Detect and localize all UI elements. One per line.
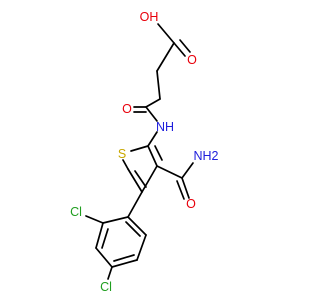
bond-ar4-ar5 <box>111 259 138 268</box>
bond-c3-c2 <box>147 145 158 167</box>
bond-c3-c2-inner <box>154 145 163 161</box>
bond-ar3-ar4 <box>95 247 113 268</box>
bond-c3-carbamoyl-c <box>156 165 183 179</box>
bond-c5-c4-inner <box>134 170 147 188</box>
label-cl-ortho: Cl <box>70 205 82 219</box>
bond-acid-c-o-double-a <box>173 42 186 57</box>
bond-amide-c-n <box>145 106 158 122</box>
bond-ar5-ar6 <box>136 234 147 261</box>
bond-s-c5 <box>122 159 129 170</box>
bond-c4-c3 <box>141 165 158 193</box>
bond-ar1-ar2 <box>102 216 129 224</box>
bond-ch2-amide-c <box>145 98 161 108</box>
bond-ar2-cl <box>85 215 104 224</box>
label-amide-o: O <box>122 102 132 116</box>
bond-ar2-ar3 <box>95 222 104 249</box>
bonds <box>85 23 194 280</box>
label-ring-s: S <box>118 147 126 161</box>
bond-ar2-ar3-inner <box>101 228 109 249</box>
molecule-structure: OH O O NH S NH2 O Cl Cl <box>70 10 218 294</box>
label-cl-para: Cl <box>100 280 112 294</box>
bond-acid-c-ch2 <box>156 42 175 72</box>
label-acid-oh: OH <box>140 10 159 24</box>
label-carbamoyl-o: O <box>186 197 196 211</box>
bond-c5-c4 <box>127 168 143 193</box>
bond-ar4-cl <box>107 266 113 280</box>
bond-ar6-ar1 <box>127 216 147 236</box>
bond-acid-c-o-double-b <box>179 39 191 53</box>
bond-carbamoyl-c-o-double-a <box>181 177 190 199</box>
bond-n-thiophene <box>147 131 158 147</box>
bond-c4-aryl <box>127 191 143 218</box>
bond-carbamoyl-c-n <box>181 162 194 179</box>
bond-c2-s <box>130 145 149 152</box>
bond-ch2-ch2 <box>156 70 161 100</box>
label-acid-o: O <box>187 53 197 67</box>
bond-ar4-ar5-inner <box>113 254 135 262</box>
label-carbamoyl-nh2: NH2 <box>193 149 218 163</box>
atom-labels: OH O O NH S NH2 O Cl Cl <box>70 10 218 294</box>
bond-ar6-ar1-inner <box>125 221 141 237</box>
bond-carbamoyl-c-o-double-b <box>176 180 185 200</box>
bond-acid-c-oh <box>157 23 175 44</box>
label-amide-nh: NH <box>156 120 174 134</box>
